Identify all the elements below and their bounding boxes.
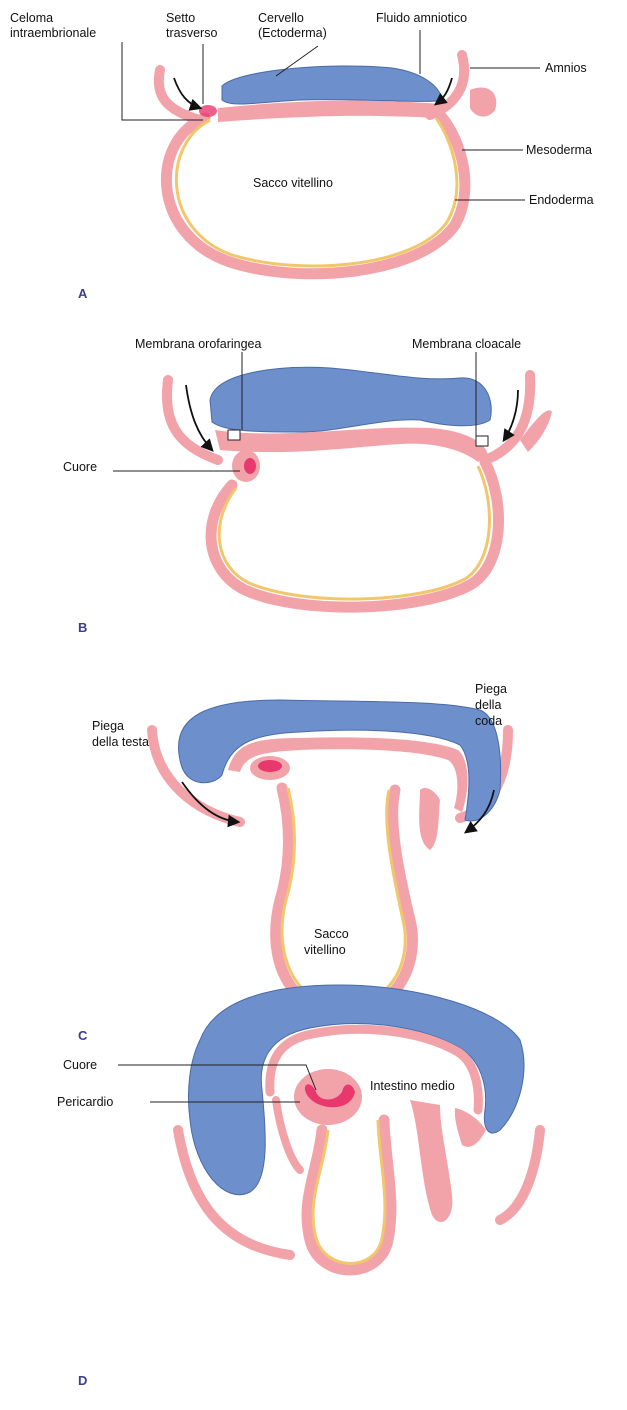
panel-b-letter: B bbox=[78, 620, 87, 635]
panel-c-yolk-sac-endoderm bbox=[282, 788, 405, 1005]
panel-c-label-coda-1: Piega bbox=[475, 682, 507, 696]
panel-c-label-sacco-2: vitellino bbox=[304, 943, 346, 957]
panel-a-label-endoderma: Endoderma bbox=[529, 193, 594, 207]
panel-d-foregut-fold bbox=[276, 1100, 300, 1170]
panel-a-label-sacco: Sacco vitellino bbox=[253, 176, 333, 190]
panel-c-heart bbox=[258, 760, 282, 772]
panel-a-septum-transversum bbox=[199, 105, 217, 117]
panel-d: Cuore Pericardio Intestino medio D bbox=[57, 985, 540, 1388]
panel-a-amnion-tail-bud bbox=[470, 88, 496, 117]
panel-a-amnion-left bbox=[159, 70, 200, 120]
panel-c-label-coda-3: coda bbox=[475, 714, 502, 728]
panel-c-tail-outgrowth bbox=[419, 788, 440, 850]
panel-a-label-amnios: Amnios bbox=[545, 61, 587, 75]
panel-a-label-celoma-2: intraembrionale bbox=[10, 26, 96, 40]
panel-a-label-fluido: Fluido amniotico bbox=[376, 11, 467, 25]
panel-b-yolk-sac-endoderm bbox=[219, 466, 489, 599]
panel-c-label-coda-2: della bbox=[475, 698, 501, 712]
panel-c-label-testa-2: della testa bbox=[92, 735, 149, 749]
panel-d-label-cuore: Cuore bbox=[63, 1058, 97, 1072]
panel-a-label-cervello-1: Cervello bbox=[258, 11, 304, 25]
panel-b-brain-ectoderm bbox=[210, 367, 491, 432]
panel-a-arrow-left bbox=[174, 78, 200, 108]
panel-a-label-setto-1: Setto bbox=[166, 11, 195, 25]
panel-d-hindgut-fold bbox=[410, 1100, 452, 1222]
panel-d-label-pericardio: Pericardio bbox=[57, 1095, 113, 1109]
panel-b: Membrana orofaringea Membrana cloacale C… bbox=[63, 337, 552, 635]
panel-a-label-setto-2: trasverso bbox=[166, 26, 217, 40]
panel-a-brain-ectoderm bbox=[222, 66, 442, 104]
panel-d-letter: D bbox=[78, 1373, 87, 1388]
panel-b-oropharyngeal-membrane bbox=[228, 430, 240, 440]
panel-c-letter: C bbox=[78, 1028, 88, 1043]
panel-d-label-intestino: Intestino medio bbox=[370, 1079, 455, 1093]
panel-d-amnion-right bbox=[500, 1130, 540, 1220]
panel-a-label-celoma-1: Celoma bbox=[10, 11, 53, 25]
panel-d-tail-fold bbox=[455, 1108, 486, 1147]
panel-b-heart bbox=[244, 458, 256, 474]
panel-c-label-sacco-1: Sacco bbox=[314, 927, 349, 941]
panel-a-yolk-sac-mesoderm bbox=[166, 115, 464, 274]
panel-b-label-cuore: Cuore bbox=[63, 460, 97, 474]
panel-c-label-testa-1: Piega bbox=[92, 719, 124, 733]
panel-a-letter: A bbox=[78, 286, 88, 301]
panel-a-yolk-sac-endoderm bbox=[176, 118, 457, 266]
panel-b-cloacal-membrane bbox=[476, 436, 488, 446]
panel-a-label-cervello-2: (Ectoderma) bbox=[258, 26, 327, 40]
panel-a-label-mesoderma: Mesoderma bbox=[526, 143, 592, 157]
panel-b-label-orofaringea: Membrana orofaringea bbox=[135, 337, 262, 351]
panel-a: Celoma intraembrionale Setto trasverso C… bbox=[10, 11, 594, 301]
panel-b-label-cloacale: Membrana cloacale bbox=[412, 337, 521, 351]
